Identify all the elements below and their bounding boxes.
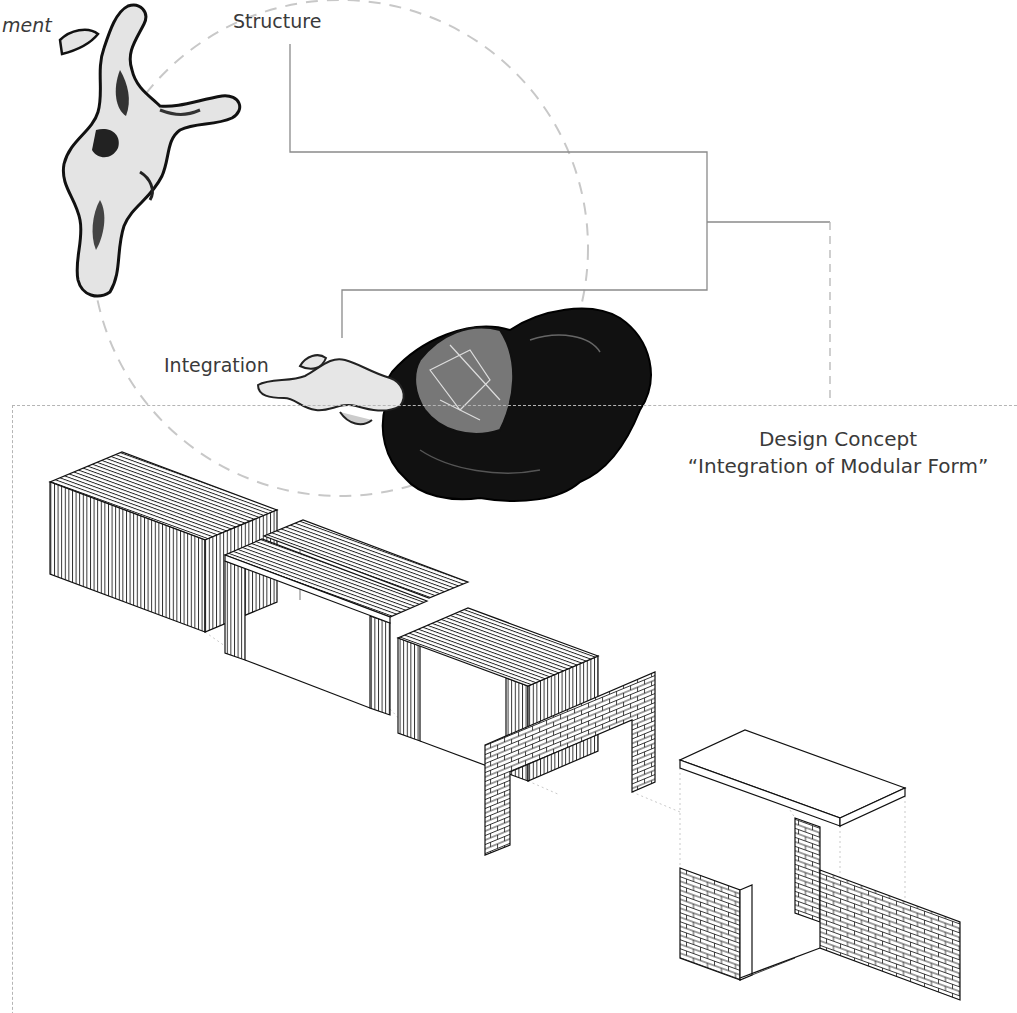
concept-subtitle: “Integration of Modular Form” <box>673 453 1003 480</box>
roof-slab <box>680 730 905 826</box>
brick-walls <box>680 818 960 1000</box>
concept-frame: Design Concept“Integration of Modular Fo… <box>12 405 1017 1013</box>
modular-box-open <box>225 520 468 715</box>
bracket-lines <box>290 44 830 404</box>
brick-wall <box>485 672 655 855</box>
illustration-label: Structure <box>233 10 321 32</box>
illustration-label: Integration <box>164 354 269 376</box>
illustration-label: ment <box>2 14 52 36</box>
coral-structure <box>60 5 240 296</box>
concept-title: Design Concept“Integration of Modular Fo… <box>673 426 1003 480</box>
guide-lines <box>205 632 905 940</box>
concept-heading: Design Concept <box>673 426 1003 453</box>
